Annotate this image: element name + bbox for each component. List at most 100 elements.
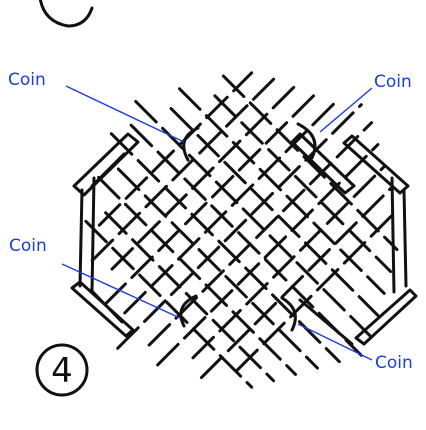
weave-strand-descending (385, 237, 397, 249)
weave-strand-descending (185, 179, 206, 200)
weave-strand-ascending (381, 167, 384, 170)
weave-strand-descending (299, 322, 320, 343)
weave-strand-ascending (203, 271, 224, 292)
weave-strands-descending (86, 76, 397, 387)
weave-strand-descending (305, 243, 326, 264)
weave-strand-descending (326, 349, 339, 362)
weave-strand-descending (118, 169, 139, 190)
weave-strand-descending (213, 320, 234, 341)
weave-strand-descending (136, 101, 157, 122)
weave-strand-descending (322, 203, 343, 224)
coin-label-top-left: Coin (8, 70, 46, 90)
weave-strand-ascending (354, 176, 375, 197)
weave-strand-ascending (105, 284, 126, 305)
weave-strand-descending (359, 297, 378, 316)
weave-strand-ascending (266, 123, 287, 144)
weave-strand-ascending (178, 239, 199, 260)
weave-strand-ascending (390, 188, 391, 189)
weave-strand-ascending (274, 257, 295, 278)
weave-strand-ascending (247, 284, 268, 305)
weave-strand-ascending (253, 79, 273, 99)
weave-strand-descending (216, 182, 237, 203)
weave-strand-descending (324, 290, 345, 311)
weave-strand-ascending (373, 145, 378, 150)
weave-strand-ascending (313, 104, 334, 125)
leader-line-top-left (66, 86, 184, 142)
weave-strand-ascending (246, 114, 267, 135)
weave-strands-ascending (92, 73, 391, 378)
weave-strand-ascending (92, 240, 113, 261)
weave-strand-descending (180, 89, 201, 110)
weave-strand-ascending (119, 213, 140, 234)
weave-strand-ascending (219, 141, 240, 162)
weave-strand-ascending (259, 158, 280, 179)
weave-strand-descending (86, 221, 107, 242)
coin-label-bottom-right: Coin (375, 353, 413, 373)
weave-strand-descending (242, 123, 263, 144)
weave-strand-ascending (344, 243, 365, 264)
weave-strand-descending (319, 313, 340, 334)
weave-strand-ascending (158, 344, 179, 365)
weave-strand-descending (111, 134, 132, 155)
weave-strand-ascending (186, 203, 207, 224)
weave-strand-descending (260, 339, 281, 360)
weave-strand-descending (267, 374, 274, 381)
weave-strand-ascending (125, 292, 146, 313)
weave-strand-descending (239, 233, 260, 254)
weave-strand-descending (252, 189, 273, 210)
weave-strand-ascending (238, 264, 259, 285)
coin-label-top-right: Coin (374, 72, 412, 92)
cropped-step-circle (40, 0, 92, 26)
weave-strand-descending (253, 303, 274, 324)
weave-strand-descending (306, 357, 317, 368)
weave-strand-descending (171, 109, 192, 130)
weave-strand-descending (287, 196, 308, 217)
weave-strand-descending (341, 250, 362, 271)
weave-strand-descending (99, 177, 120, 198)
weave-strand-descending (133, 240, 154, 261)
weave-strand-descending (246, 268, 267, 289)
weave-strand-ascending (293, 96, 314, 117)
weave-strand-descending (206, 285, 227, 306)
weave-strand-ascending (364, 123, 371, 130)
weave-strand-descending (368, 277, 385, 294)
weave-strand-ascending (319, 183, 340, 204)
weave-strand-ascending (363, 196, 384, 217)
weave-strand-descending (206, 116, 227, 137)
step-marker-number: 4 (51, 351, 73, 391)
weave-strand-descending (140, 275, 161, 296)
weave-strand-ascending (309, 250, 330, 271)
weave-strand-ascending (145, 301, 166, 322)
weave-strand-ascending (153, 151, 174, 172)
weave-strand-descending (376, 257, 390, 271)
weave-strand-ascending (207, 97, 228, 118)
weave-strand-ascending (283, 190, 304, 211)
weave-strand-descending (270, 236, 291, 257)
weave-strand-ascending (273, 87, 294, 108)
coin-label-middle-left: Coin (9, 236, 47, 256)
weave-strand-descending (220, 356, 241, 377)
weave-strand-ascending (171, 274, 192, 295)
weave-strand-descending (280, 330, 301, 351)
weave-strand-descending (131, 125, 152, 146)
weave-strand-ascending (146, 186, 167, 207)
weave-strand-ascending (234, 73, 252, 91)
weave-strand-ascending (139, 222, 160, 243)
weave-strand-ascending (252, 193, 273, 214)
weave-strand-ascending (333, 113, 354, 134)
weave-strand-ascending (201, 357, 222, 378)
weave-strand-ascending (359, 105, 361, 107)
weave-strand-ascending (220, 310, 241, 331)
weave-strand-ascending (255, 303, 276, 324)
weave-strand-ascending (193, 168, 214, 189)
weave-strand-ascending (184, 318, 205, 339)
weave-strand-descending (287, 366, 296, 375)
weave-strand-ascending (149, 325, 170, 346)
weave-strand-descending (199, 250, 220, 271)
weave-strand-descending (192, 214, 213, 235)
weave-strand-ascending (317, 269, 338, 290)
weave-strand-ascending (205, 212, 226, 233)
weave-strand-descending (247, 383, 252, 388)
weave-strand-ascending (132, 257, 153, 278)
